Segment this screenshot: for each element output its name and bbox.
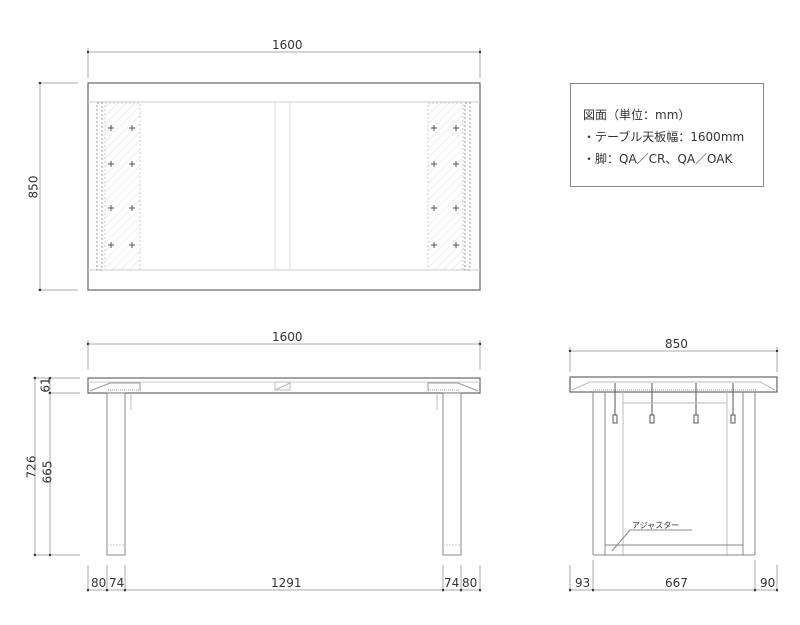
side-dim-3: 90 xyxy=(760,576,776,590)
side-dim-2: 667 xyxy=(665,576,688,590)
front-dim-1: 80 xyxy=(91,576,107,590)
legend-width: ・テーブル天板幅：1600mm xyxy=(583,130,745,144)
front-dim-3: 1291 xyxy=(271,576,302,590)
adjuster-callout: アジャスター xyxy=(632,521,680,530)
top-thickness-label: 61 xyxy=(38,377,53,393)
legend-legs: ・脚：QA／CR、QA／OAK xyxy=(583,152,733,166)
front-dim-2: 74 xyxy=(109,576,125,590)
front-dim-4: 74 xyxy=(444,576,460,590)
leg-height-label: 665 xyxy=(40,460,55,484)
side-width-label: 850 xyxy=(665,337,688,351)
front-dim-5: 80 xyxy=(462,576,478,590)
total-height-label: 726 xyxy=(24,455,39,479)
side-view xyxy=(568,347,779,592)
legend-title: 図面（単位：mm） xyxy=(583,108,691,122)
front-width-label: 1600 xyxy=(272,330,303,344)
top-view xyxy=(38,48,482,292)
top-depth-label: 850 xyxy=(26,175,41,199)
legend-box: 図面（単位：mm） ・テーブル天板幅：1600mm ・脚：QA／CR、QA／OA… xyxy=(570,83,764,187)
top-width-label: 1600 xyxy=(272,38,303,52)
front-view xyxy=(33,340,482,592)
side-dim-1: 93 xyxy=(575,576,591,590)
